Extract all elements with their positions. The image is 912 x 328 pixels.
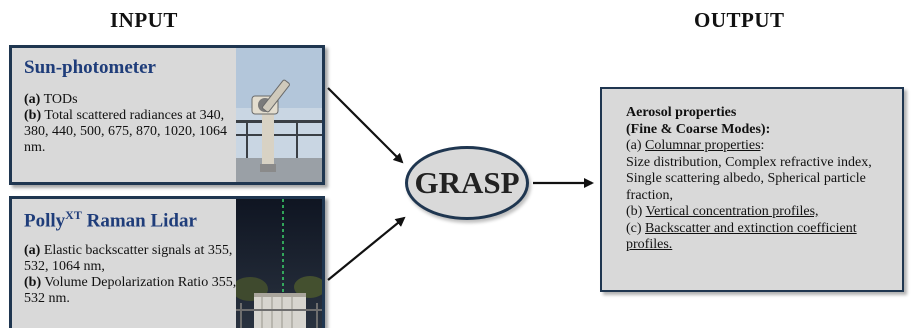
lidar-title-main: Polly — [24, 210, 66, 232]
arrow-sun-to-grasp — [327, 87, 404, 164]
lidar-b-marker: (b) — [24, 275, 42, 290]
lidar-title-sup: XT — [65, 208, 82, 222]
output-item-c: (c) Backscatter and extinction coefficie… — [626, 221, 896, 254]
lidar-box: PollyXT Raman Lidar (a) Elastic backscat… — [9, 196, 325, 328]
lidar-photo — [236, 199, 322, 328]
input-heading: INPUT — [110, 8, 178, 32]
lidar-text: (a) Elastic backscatter signals at 355, … — [24, 243, 240, 307]
output-heading: OUTPUT — [694, 8, 785, 32]
output-b-marker: (b) — [626, 204, 646, 219]
output-a-colon: : — [760, 138, 765, 153]
output-b-link: Vertical concentration profiles, — [645, 204, 819, 219]
sun-b-marker: (b) — [24, 108, 42, 123]
lidar-b-text: Volume Depolarization Ratio 355, 532 nm. — [24, 275, 237, 306]
lidar-a-text: Elastic backscatter signals at 355, 532,… — [24, 243, 233, 274]
sun-b-text: Total scattered radiances at 340, 380, 4… — [24, 108, 227, 155]
lidar-title-rest: Raman Lidar — [81, 210, 197, 232]
sun-photometer-title: Sun-photometer — [24, 57, 156, 78]
sun-photometer-photo — [236, 48, 322, 182]
lidar-title: PollyXT Raman Lidar — [24, 208, 197, 232]
lidar-a-marker: (a) — [24, 243, 41, 258]
output-a-link: Columnar properties — [645, 138, 761, 153]
grasp-node: GRASP — [405, 146, 529, 220]
output-item-a: (a) Columnar properties: — [626, 138, 896, 155]
sun-a-marker: (a) — [24, 92, 41, 107]
output-a-detail: Size distribution, Complex refractive in… — [626, 154, 872, 203]
output-a-marker: (a) — [626, 138, 646, 153]
output-item-b: (b) Vertical concentration profiles, — [626, 204, 896, 221]
sun-photometer-text: (a) TODs (b) Total scattered radiances a… — [24, 92, 240, 156]
arrow-lidar-to-grasp — [327, 216, 406, 281]
grasp-label: GRASP — [414, 165, 520, 200]
output-content: Aerosol properties (Fine & Coarse Modes)… — [626, 105, 896, 254]
sun-a-text: TODs — [40, 92, 78, 107]
output-c-marker: (c) — [626, 220, 646, 236]
output-title-line2: (Fine & Coarse Modes): — [626, 121, 771, 137]
output-title-line1: Aerosol properties — [626, 105, 737, 120]
sun-photometer-box: Sun-photometer (a) TODs (b) Total scatte… — [9, 45, 325, 185]
output-box: Aerosol properties (Fine & Coarse Modes)… — [600, 87, 904, 292]
output-c-link: Backscatter and extinction coefficient p… — [626, 220, 857, 253]
